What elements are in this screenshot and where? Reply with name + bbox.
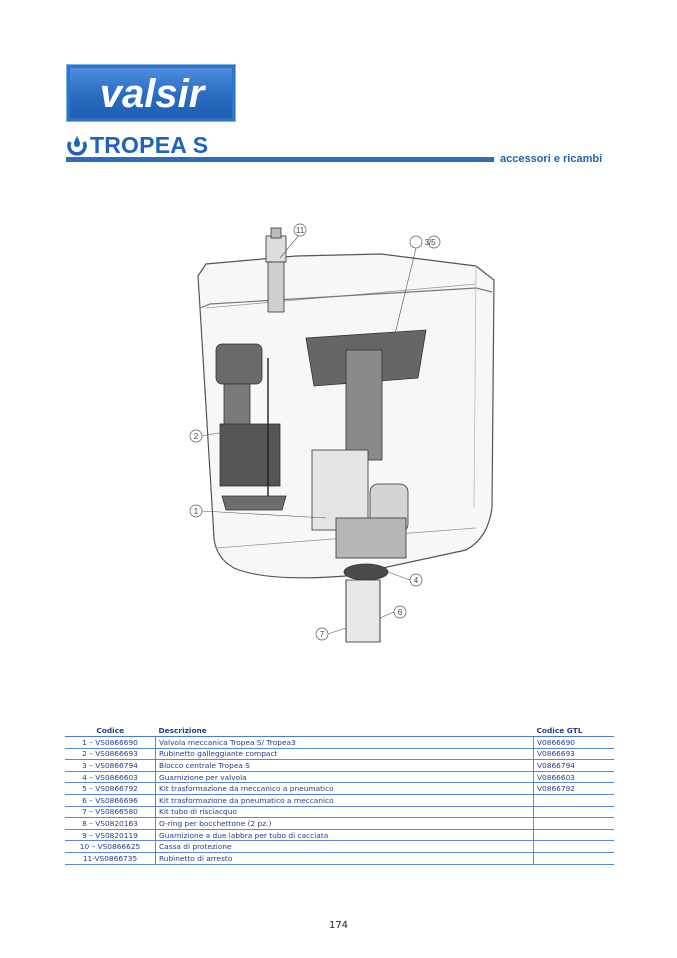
cell-gtl-code (533, 829, 614, 842)
cell-code: 7 – VS0866580 (65, 806, 156, 819)
svg-text:7: 7 (320, 630, 325, 639)
callout-4: 4 (387, 571, 423, 587)
section-subtitle: accessori e ricambi (500, 153, 603, 165)
cell-description: Kit tubo di risciacquo (155, 806, 534, 819)
logo-text: valsir (100, 72, 207, 116)
svg-text:3/5: 3/5 (424, 238, 436, 247)
title-underline (66, 157, 494, 162)
cell-description: Kit trasformazione da pneumatico a mecca… (155, 794, 534, 807)
cell-gtl-code (533, 852, 614, 865)
cell-gtl-code (533, 794, 614, 807)
product-title-row: TROPEA S (66, 130, 208, 160)
page-title: TROPEA S (90, 131, 209, 158)
cell-gtl-code: V0866690 (533, 736, 614, 749)
cell-code: 2 – VS0866693 (65, 748, 156, 761)
cell-description: O-ring per bocchettone (2 pz.) (155, 817, 534, 830)
cell-gtl-code (533, 806, 614, 819)
cell-gtl-code: V0866603 (533, 771, 614, 784)
cell-gtl-code (533, 817, 614, 830)
cell-description: Valvola meccanica Tropea S/ Tropea3 (155, 736, 534, 749)
cell-description: Guarnizione per valvola (155, 771, 534, 784)
table-header-row: Codice Descrizione Codice GTL (65, 724, 614, 737)
callout-1: 1 (189, 504, 327, 519)
svg-text:1: 1 (194, 507, 199, 516)
cell-description: Guarnizione a due labbra per tubo di cac… (155, 829, 534, 842)
callout-6: 6 (379, 605, 407, 619)
cell-description: Rubinetto galleggiante compact (155, 748, 534, 761)
valsir-logo: valsir (66, 64, 236, 122)
cell-description: Kit trasformazione da meccanico a pneuma… (155, 782, 534, 795)
cell-gtl-code: V0866794 (533, 759, 614, 772)
callout-11: 11 (279, 223, 307, 259)
svg-text:4: 4 (414, 576, 419, 585)
cell-code: 4 – VS0866603 (65, 771, 156, 784)
water-drop-icon (67, 136, 87, 156)
cistern-exploded-diagram: 11 3/5 2 1 4 6 7 (189, 223, 495, 643)
parts-table: Codice Descrizione Codice GTL 1 – VS0866… (65, 724, 614, 865)
cell-code: 1 – VS0866690 (65, 736, 156, 749)
cell-code: 6 – VS0866696 (65, 794, 156, 807)
svg-text:11: 11 (296, 226, 305, 235)
header-descrizione: Descrizione (155, 724, 534, 737)
cell-gtl-code: V0866693 (533, 748, 614, 761)
callout-7: 7 (315, 627, 347, 641)
page-number: 174 (328, 920, 349, 931)
cell-gtl-code (533, 840, 614, 853)
cell-code: 8 – VS0820163 (65, 817, 156, 830)
cell-code: 11-VS0866735 (65, 852, 156, 865)
svg-text:2: 2 (194, 432, 199, 441)
cell-description: Rubinetto di arresto (155, 852, 534, 865)
header-codice: Codice (65, 724, 156, 737)
flush-valve (305, 329, 427, 643)
svg-text:6: 6 (398, 608, 403, 617)
cell-gtl-code: V0866792 (533, 782, 614, 795)
cell-code: 5 – VS0866792 (65, 782, 156, 795)
cell-description: Blocco centrale Tropea S (155, 759, 534, 772)
cell-code: 3 – VS0866794 (65, 759, 156, 772)
cell-code: 9 – VS0820119 (65, 829, 156, 842)
cell-code: 10 – VS0866625 (65, 840, 156, 853)
callout-3-5: 3/5 (393, 235, 441, 339)
header-codice-gtl: Codice GTL (533, 724, 614, 737)
cell-description: Cassa di protezione (155, 840, 534, 853)
callout-2: 2 (189, 429, 225, 443)
fill-valve (215, 227, 287, 511)
